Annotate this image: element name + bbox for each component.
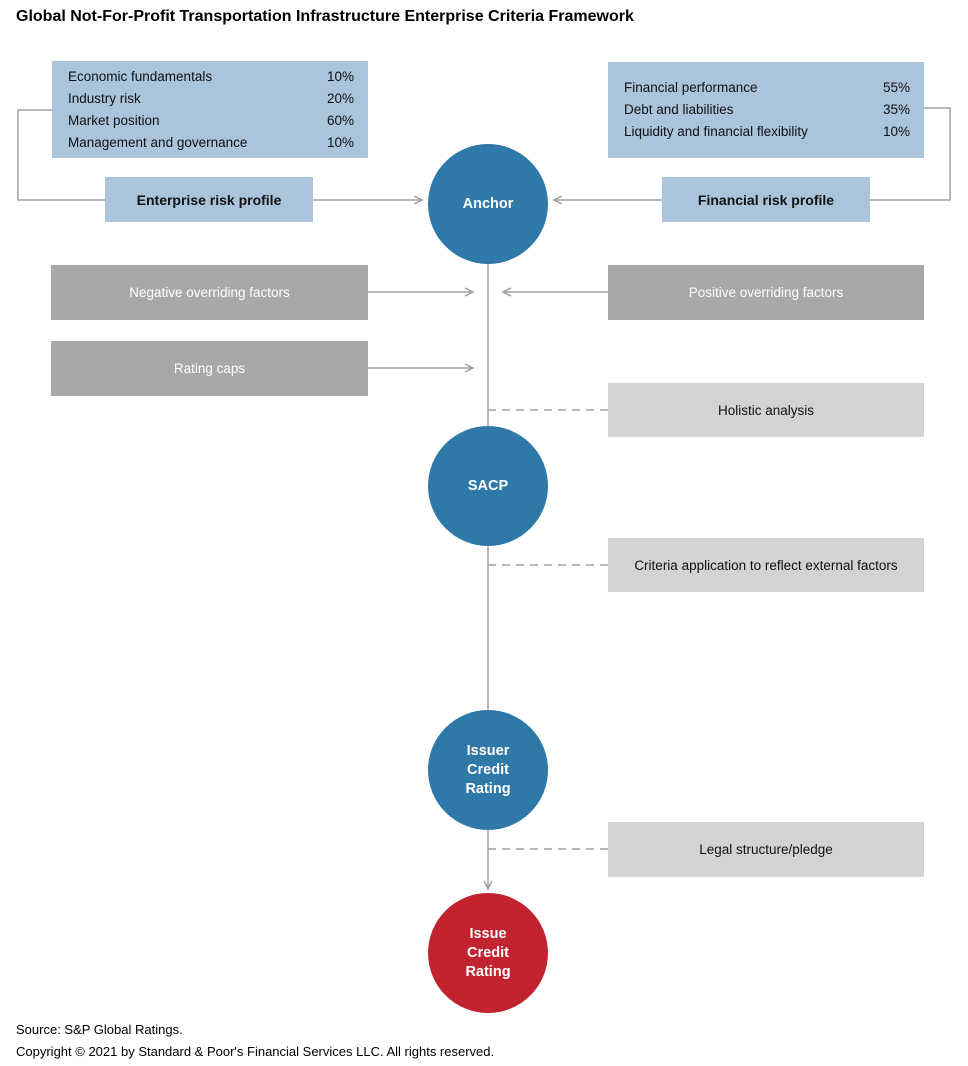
holistic-analysis-box: Holistic analysis <box>608 383 924 437</box>
factor-weight: 10% <box>326 68 354 84</box>
factor-label: Economic fundamentals <box>68 68 213 84</box>
factor-weight: 10% <box>882 124 910 139</box>
positive-overriding-factors-box: Positive overriding factors <box>608 265 924 320</box>
factor-label: Debt and liabilities <box>624 102 734 117</box>
factor-row: Debt and liabilities 35% <box>608 99 924 121</box>
negative-overriding-factors-box: Negative overriding factors <box>51 265 368 320</box>
factor-label: Liquidity and financial flexibility <box>624 124 808 139</box>
factor-row: Industry risk 20% <box>52 88 368 110</box>
factor-weight: 10% <box>326 134 354 150</box>
factor-label: Market position <box>68 112 160 128</box>
factor-weight: 60% <box>326 112 354 128</box>
page-title: Global Not-For-Profit Transportation Inf… <box>16 8 634 25</box>
rating-caps-box: Rating caps <box>51 341 368 396</box>
issue-credit-rating-node: Issue Credit Rating <box>428 893 548 1013</box>
factor-row: Market position 60% <box>52 110 368 132</box>
legal-structure-pledge-box: Legal structure/pledge <box>608 822 924 877</box>
factor-weight: 35% <box>882 102 910 117</box>
source-note: Source: S&P Global Ratings. <box>16 1022 183 1037</box>
factor-row: Financial performance 55% <box>608 77 924 99</box>
factor-row: Management and governance 10% <box>52 132 368 154</box>
factor-label: Financial performance <box>624 80 758 95</box>
factor-weight: 20% <box>326 90 354 106</box>
sacp-node: SACP <box>428 426 548 546</box>
criteria-application-box: Criteria application to reflect external… <box>608 538 924 592</box>
factor-weight: 55% <box>882 80 910 95</box>
enterprise-factors-box: Economic fundamentals 10% Industry risk … <box>52 61 368 158</box>
factor-label: Management and governance <box>68 134 248 150</box>
factor-label: Industry risk <box>68 90 141 106</box>
financial-factors-box: Financial performance 55% Debt and liabi… <box>608 62 924 158</box>
copyright-note: Copyright © 2021 by Standard & Poor's Fi… <box>16 1044 495 1059</box>
factor-row: Liquidity and financial flexibility 10% <box>608 121 924 143</box>
issuer-credit-rating-node: Issuer Credit Rating <box>428 710 548 830</box>
factor-row: Economic fundamentals 10% <box>52 66 368 88</box>
financial-risk-profile-box: Financial risk profile <box>662 177 870 222</box>
anchor-node: Anchor <box>428 144 548 264</box>
enterprise-risk-profile-box: Enterprise risk profile <box>105 177 313 222</box>
